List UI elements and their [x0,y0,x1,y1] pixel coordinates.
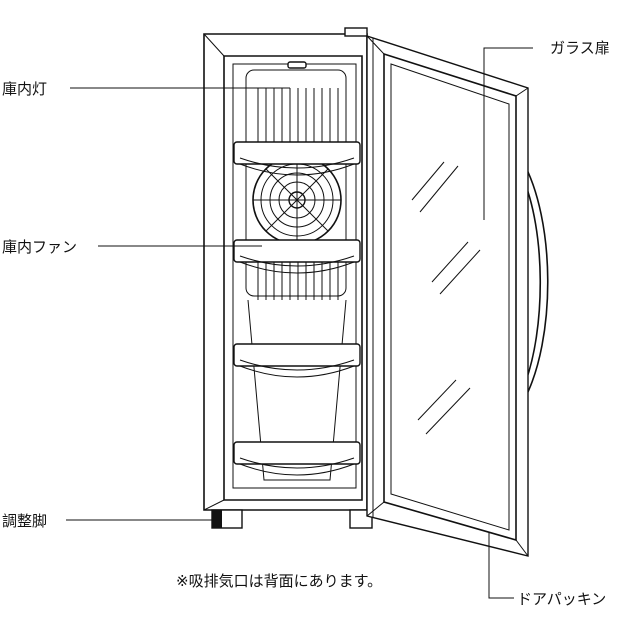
bevel-tl [203,33,225,57]
glass-door [366,35,549,557]
cabinet-body [203,27,373,529]
interior-light [287,61,307,69]
bevel-bl [203,499,225,511]
label-interior-light: 庫内灯 [2,80,47,98]
label-adjustable-foot: 調整脚 [2,512,47,530]
lower-housing [247,299,347,481]
label-glass-door: ガラス扉 [550,39,610,57]
label-door-gasket: ドアパッキン [517,590,606,608]
cabinet-outer-frame [203,33,368,511]
shelf-2 [233,239,361,274]
cabinet-inner-frame [223,55,363,501]
lower-grille [257,262,339,300]
shelf-1 [233,141,361,176]
door-handle-inner [521,175,542,387]
glass-reflections [411,161,481,435]
label-interior-fan: 庫内ファン [2,238,77,256]
back-panel-outline [245,69,347,297]
door-glass-panel [390,63,510,531]
back-panel [245,61,347,481]
top-control-strip [344,27,368,37]
interior-fan [252,155,342,245]
adjustable-foot-left-shade [212,510,222,528]
leader-glass-door [483,47,533,220]
upper-grille [257,88,339,145]
shelf-4 [233,441,361,476]
fan-spoke-d2 [265,168,329,232]
leader-door-gasket [488,532,514,599]
leader-lines [66,47,533,599]
footnote-vent-location: ※吸排気口は背面にあります。 [176,572,382,590]
interior-liner [232,63,357,489]
door-handle-outer [521,159,549,401]
shelf-3 [233,343,361,378]
